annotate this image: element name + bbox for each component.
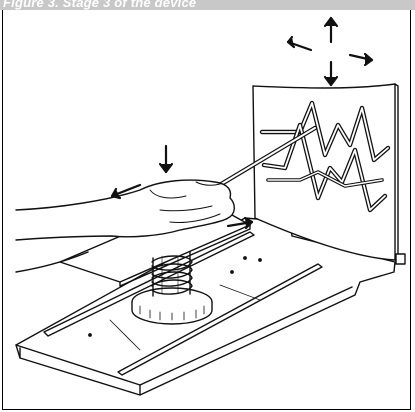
figure-caption: Figure 3. Stage 3 of the device: [3, 0, 197, 10]
up-arrow-icon: [323, 16, 339, 44]
left-arrow-icon: [286, 35, 313, 52]
hand: [15, 179, 235, 273]
down-arrow-icon: [158, 144, 174, 174]
figure-caption-bar: Figure 3. Stage 3 of the device: [0, 0, 415, 10]
turntable: [131, 287, 213, 325]
stylus-rod: [215, 125, 318, 189]
right-arrow-icon: [226, 216, 254, 230]
spring-column: [151, 251, 193, 297]
left-arrow-icon: [110, 183, 142, 200]
right-arrow-icon: [348, 52, 374, 67]
curved-screen: [252, 83, 406, 265]
down-arrow-icon: [323, 60, 339, 87]
